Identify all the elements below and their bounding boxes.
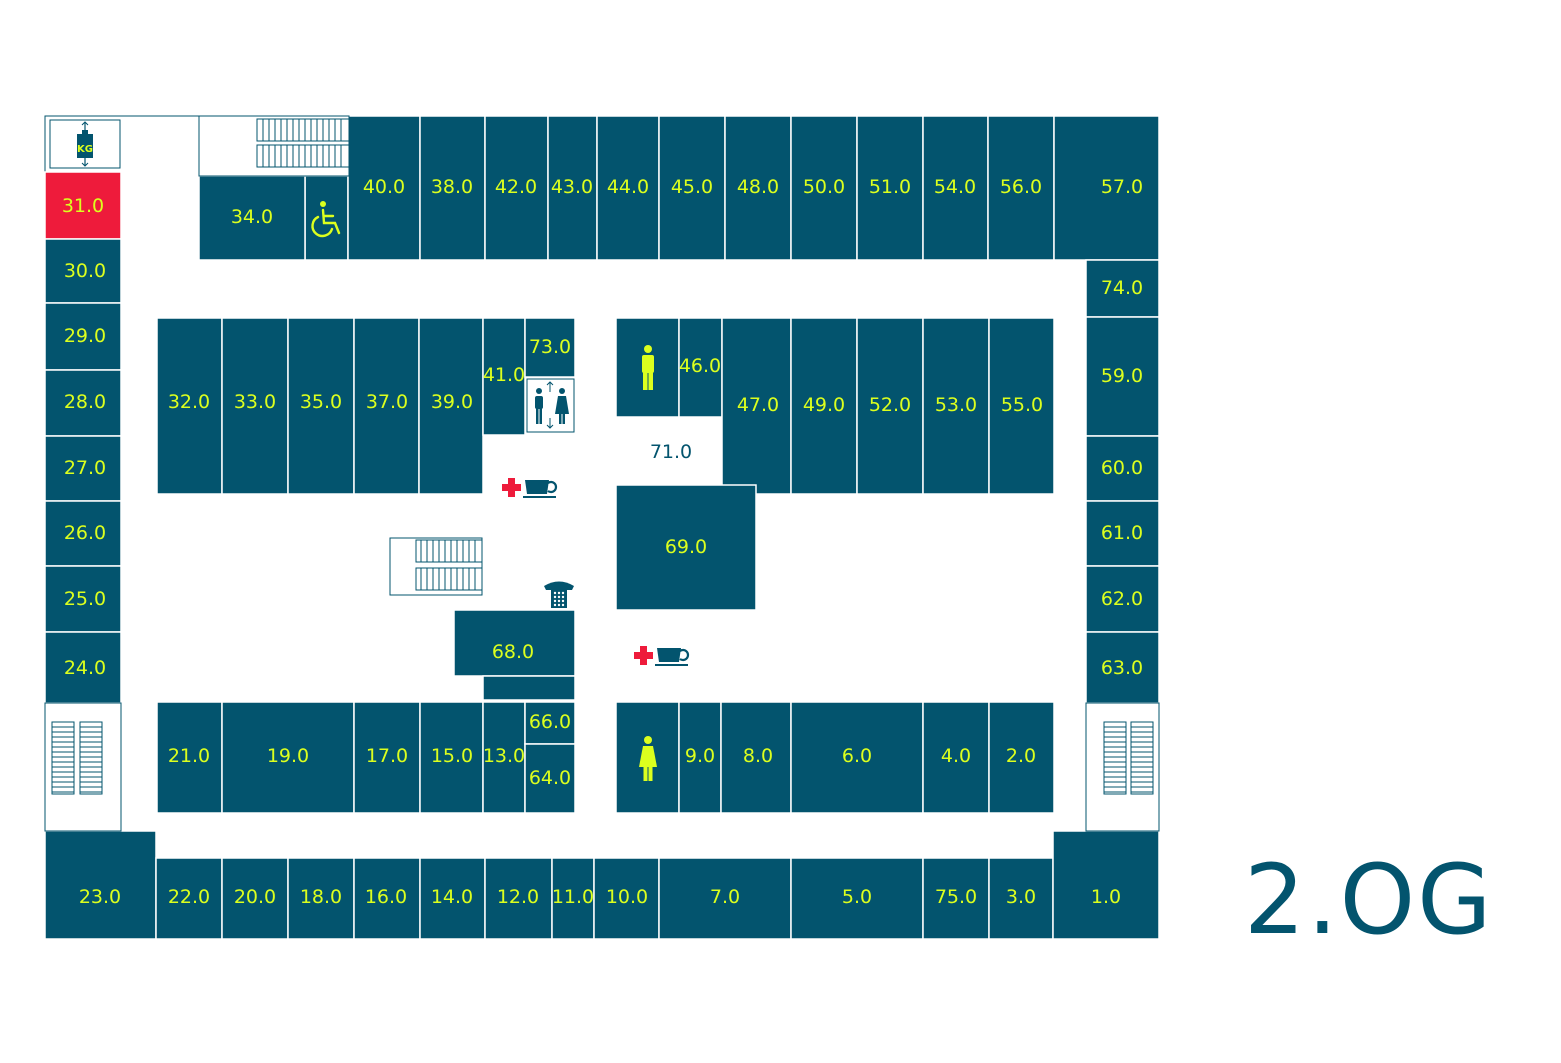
room-2-0[interactable]	[988, 701, 1055, 814]
cafe-icon	[655, 648, 690, 666]
room-30-0[interactable]	[44, 238, 122, 304]
room-66-0[interactable]	[524, 701, 576, 745]
telephone-icon	[544, 581, 574, 608]
stairs-icon	[198, 115, 350, 177]
room-68-0[interactable]	[453, 609, 576, 677]
room-15-0[interactable]	[419, 701, 484, 814]
room-40-0[interactable]	[347, 115, 421, 261]
room-55-0[interactable]	[988, 317, 1055, 495]
stairs-icon	[1085, 702, 1160, 832]
stairs-icon	[389, 537, 483, 596]
room-37-0[interactable]	[353, 317, 420, 495]
room-56-0[interactable]	[987, 115, 1055, 261]
room-10-0[interactable]	[593, 857, 660, 940]
room-28-0[interactable]	[44, 369, 122, 437]
first-aid-icon	[634, 646, 653, 665]
room-45-0[interactable]	[658, 115, 726, 261]
room-31-0[interactable]	[44, 171, 122, 240]
room-6-0[interactable]	[790, 701, 924, 814]
room-52-0[interactable]	[856, 317, 924, 495]
room-8-0[interactable]	[720, 701, 792, 814]
room-68-0[interactable]	[482, 675, 576, 701]
room-54-0[interactable]	[922, 115, 989, 261]
elevator-icon	[526, 378, 575, 433]
room-32-0[interactable]	[156, 317, 223, 495]
room-17-0[interactable]	[353, 701, 421, 814]
room-35-0[interactable]	[287, 317, 355, 495]
cafe-icon	[523, 480, 558, 498]
room-11-0[interactable]	[551, 857, 595, 940]
room-14-0[interactable]	[419, 857, 486, 940]
room-1-0[interactable]	[1052, 830, 1160, 940]
male-restroom-icon	[642, 345, 654, 390]
room-73-0[interactable]	[524, 317, 576, 378]
room-63-0[interactable]	[1085, 631, 1160, 704]
floor-title: 2.OG	[1244, 844, 1494, 956]
wheelchair-icon	[311, 201, 341, 238]
room-34-0[interactable]	[198, 175, 306, 261]
room-22-0[interactable]	[155, 857, 223, 940]
room-20-0[interactable]	[221, 857, 289, 940]
room-53-0[interactable]	[922, 317, 990, 495]
room-51-0[interactable]	[856, 115, 924, 261]
room-19-0[interactable]	[221, 701, 355, 814]
first-aid-icon	[502, 478, 521, 497]
room-49-0[interactable]	[790, 317, 858, 495]
room-13-0[interactable]	[482, 701, 526, 814]
room-42-0[interactable]	[484, 115, 549, 261]
room-27-0[interactable]	[44, 435, 122, 502]
room-47-0[interactable]	[721, 317, 792, 495]
room-23-0[interactable]	[44, 830, 157, 940]
room-60-0[interactable]	[1085, 435, 1160, 502]
room-74-0[interactable]	[1085, 259, 1160, 318]
scale-icon: KG	[49, 119, 121, 169]
room-7-0[interactable]	[658, 857, 792, 940]
room-64-0[interactable]	[524, 743, 576, 814]
room-75-0[interactable]	[922, 857, 990, 940]
accessible-restroom-room[interactable]	[304, 175, 349, 261]
room-29-0[interactable]	[44, 302, 122, 371]
female-restroom-icon	[639, 736, 657, 781]
room-3-0[interactable]	[988, 857, 1054, 940]
room-25-0[interactable]	[44, 565, 122, 633]
room-38-0[interactable]	[419, 115, 486, 261]
room-46-0[interactable]	[678, 317, 723, 418]
room-62-0[interactable]	[1085, 565, 1160, 633]
scale-label: KG	[77, 144, 93, 155]
room-50-0[interactable]	[790, 115, 858, 261]
room-24-0[interactable]	[44, 631, 122, 704]
rooms-layer	[44, 115, 1160, 940]
room-59-0[interactable]	[1085, 316, 1160, 437]
room-61-0[interactable]	[1085, 500, 1160, 567]
room-12-0[interactable]	[484, 857, 553, 940]
room-41-0[interactable]	[482, 317, 526, 436]
room-44-0[interactable]	[596, 115, 660, 261]
stairs-icon	[44, 702, 122, 832]
room-69-0[interactable]	[615, 484, 757, 611]
room-21-0[interactable]	[156, 701, 223, 814]
room-16-0[interactable]	[353, 857, 421, 940]
room-18-0[interactable]	[287, 857, 355, 940]
room-57-0[interactable]	[1053, 115, 1160, 261]
room-48-0[interactable]	[724, 115, 792, 261]
room-5-0[interactable]	[790, 857, 924, 940]
room-43-0[interactable]	[547, 115, 598, 261]
room-39-0[interactable]	[418, 317, 484, 495]
room-33-0[interactable]	[221, 317, 289, 495]
room-26-0[interactable]	[44, 500, 122, 567]
room-9-0[interactable]	[678, 701, 722, 814]
room-71-label: 71.0	[650, 441, 692, 463]
room-4-0[interactable]	[922, 701, 990, 814]
